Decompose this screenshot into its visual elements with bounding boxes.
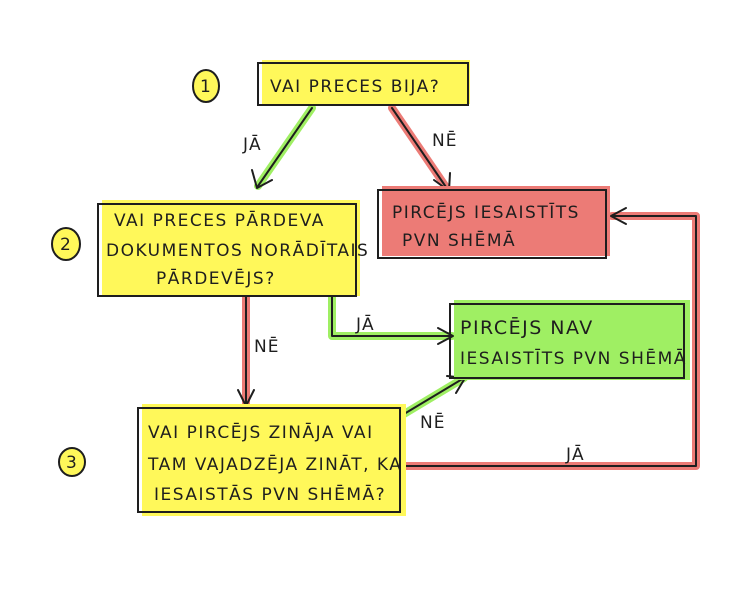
edge-q1-yes bbox=[251, 104, 316, 190]
edge-q3-no bbox=[400, 374, 468, 418]
result-involved-line-1: PIRCĒJS IESAISTĪTS bbox=[392, 201, 580, 223]
edge-label-q1-no: NĒ bbox=[432, 129, 457, 151]
question-2-line-3: PĀRDEVĒJS? bbox=[156, 267, 276, 289]
step-number-1: 1 bbox=[200, 77, 211, 97]
edge-q3-yes bbox=[400, 207, 700, 470]
result-not-involved-box: PIRCĒJS NAV IESAISTĪTS PVN SHĒMĀ bbox=[449, 300, 690, 380]
arrowhead-icon bbox=[251, 169, 273, 189]
question-3-line-3: IESAISTĀS PVN SHĒMĀ? bbox=[154, 483, 386, 505]
step-marker-2: 2 bbox=[51, 227, 81, 261]
question-3-line-2: TAM VAJADZĒJA ZINĀT, KA bbox=[147, 453, 402, 475]
edge-q2-no bbox=[237, 292, 255, 408]
edge-q2-yes bbox=[328, 292, 456, 345]
question-3-box: VAI PIRCĒJS ZINĀJA VAI TAM VAJADZĒJA ZIN… bbox=[137, 404, 406, 516]
edge-label-q2-no: NĒ bbox=[254, 335, 279, 357]
edge-label-q2-yes: JĀ bbox=[355, 313, 375, 335]
step-marker-1: 1 bbox=[192, 69, 220, 103]
question-2-line-2: DOKUMENTOS NORĀDĪTAIS bbox=[106, 239, 369, 261]
question-2-line-1: VAI PRECES PĀRDEVA bbox=[114, 209, 325, 231]
arrowhead-icon bbox=[437, 327, 454, 345]
result-involved-box: PIRCĒJS IESAISTĪTS PVN SHĒMĀ bbox=[377, 186, 610, 259]
question-1-text: VAI PRECES BIJA? bbox=[270, 77, 440, 97]
edge-label-q1-yes: JĀ bbox=[242, 133, 262, 155]
result-not-involved-line-2: IESAISTĪTS PVN SHĒMĀ bbox=[460, 347, 687, 369]
edge-label-q3-no: NĒ bbox=[420, 411, 445, 433]
step-marker-3: 3 bbox=[58, 447, 86, 477]
question-2-box: VAI PRECES PĀRDEVA DOKUMENTOS NORĀDĪTAIS… bbox=[97, 200, 369, 297]
step-number-2: 2 bbox=[60, 235, 71, 255]
arrowhead-icon bbox=[610, 207, 627, 225]
result-involved-line-2: PVN SHĒMĀ bbox=[402, 229, 516, 251]
result-not-involved-line-1: PIRCĒJS NAV bbox=[460, 315, 594, 339]
step-number-3: 3 bbox=[66, 453, 77, 473]
question-1-box: VAI PRECES BIJA? bbox=[257, 60, 470, 106]
edge-label-q3-yes: JĀ bbox=[565, 443, 585, 465]
question-3-line-1: VAI PIRCĒJS ZINĀJA VAI bbox=[148, 421, 374, 443]
